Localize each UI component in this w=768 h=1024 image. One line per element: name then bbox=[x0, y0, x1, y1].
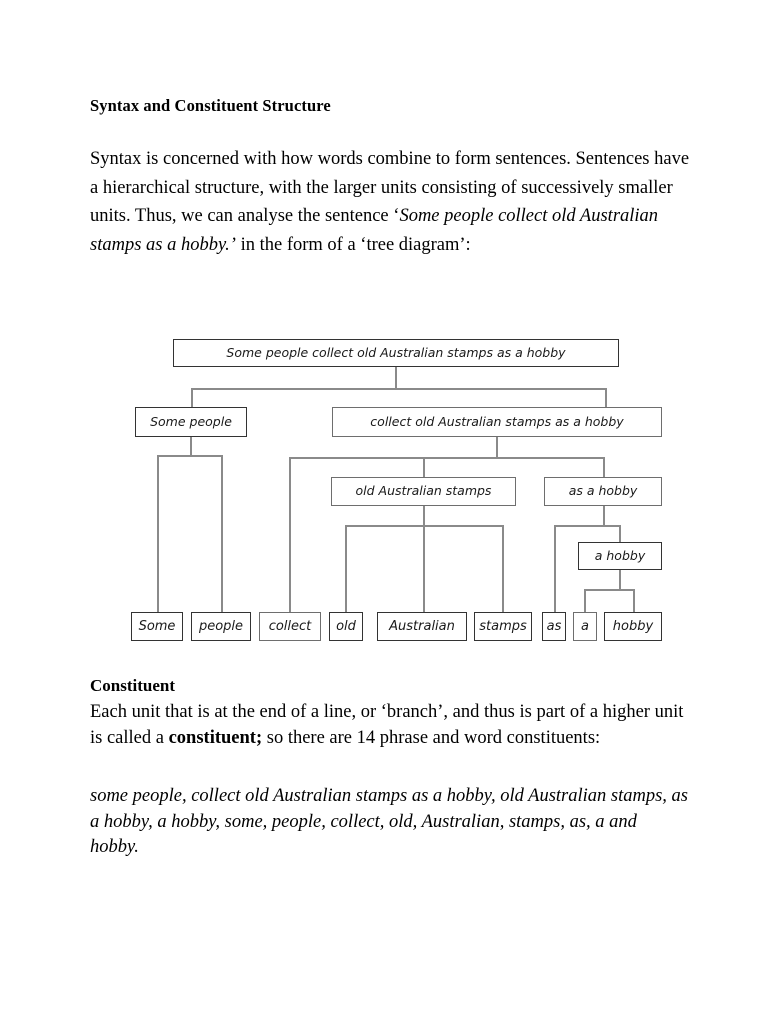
tree-leaf-some[interactable]: Some bbox=[131, 612, 183, 641]
tree-node-collect-old-australian-stamps-as-a-hobby[interactable]: collect old Australian stamps as a hobby bbox=[332, 407, 662, 437]
constituent-list-text: some people, collect old Australian stam… bbox=[90, 786, 688, 857]
tree-leaf-hobby[interactable]: hobby bbox=[604, 612, 662, 641]
tree-edge-np-bar bbox=[157, 455, 222, 457]
tree-edge-vp-stem bbox=[496, 437, 498, 458]
intro-text-part2: in the form of a ‘tree diagram’: bbox=[235, 234, 471, 255]
tree-edge-np-hobby-to-a bbox=[584, 589, 586, 612]
constituent-definition-paragraph: Each unit that is at the end of a line, … bbox=[90, 700, 690, 751]
tree-edge-pp-bar bbox=[554, 525, 620, 527]
tree-edge-root-to-vp bbox=[605, 388, 607, 407]
tree-edge-np-object-to-stamps bbox=[502, 525, 504, 612]
section-heading-constituent: Constituent bbox=[90, 676, 176, 695]
tree-leaf-as[interactable]: as bbox=[542, 612, 566, 641]
tree-edge-np-hobby-stem bbox=[619, 570, 621, 590]
tree-leaf-australian[interactable]: Australian bbox=[377, 612, 467, 641]
intro-text-part1: Syntax is concerned with how words combi… bbox=[90, 149, 690, 226]
tree-edge-np-object-to-australian bbox=[423, 525, 425, 612]
tree-edge-np-stem bbox=[190, 437, 192, 456]
tree-node-sentence[interactable]: Some people collect old Australian stamp… bbox=[173, 339, 619, 367]
tree-leaf-a[interactable]: a bbox=[573, 612, 597, 641]
tree-edge-vp-to-collect bbox=[289, 457, 291, 612]
page-title: Syntax and Constituent Structure bbox=[90, 96, 331, 115]
tree-edge-pp-to-as bbox=[554, 525, 556, 612]
tree-edge-np-hobby-to-hobby bbox=[633, 589, 635, 612]
tree-edge-pp-to-np-hobby bbox=[619, 525, 621, 542]
tree-edge-np-object-to-old bbox=[345, 525, 347, 612]
tree-edge-np-object-bar bbox=[345, 525, 503, 527]
tree-edge-np-object-stem bbox=[423, 506, 425, 526]
constituent-text-part2: so there are 14 phrase and word constitu… bbox=[262, 727, 601, 748]
tree-edge-pp-stem bbox=[603, 506, 605, 526]
constituent-list-paragraph: some people, collect old Australian stam… bbox=[90, 784, 690, 861]
tree-edge-np-to-some bbox=[157, 455, 159, 612]
tree-leaf-stamps[interactable]: stamps bbox=[474, 612, 532, 641]
tree-node-a-hobby[interactable]: a hobby bbox=[578, 542, 662, 570]
tree-edge-root-stem bbox=[395, 367, 397, 389]
tree-node-old-australian-stamps[interactable]: old Australian stamps bbox=[331, 477, 516, 506]
tree-node-some-people[interactable]: Some people bbox=[135, 407, 247, 437]
constituent-term-bold: constituent; bbox=[168, 727, 263, 748]
intro-example-sentence: Some people collect old Australian stamp… bbox=[90, 206, 659, 255]
constituent-text-part1: Each unit that is at the end of a line, … bbox=[90, 702, 684, 748]
tree-node-as-a-hobby[interactable]: as a hobby bbox=[544, 477, 662, 506]
tree-leaf-collect[interactable]: collect bbox=[259, 612, 321, 641]
tree-leaf-people[interactable]: people bbox=[191, 612, 251, 641]
tree-edge-root-bar bbox=[191, 388, 606, 390]
tree-edge-root-to-np bbox=[191, 388, 193, 407]
intro-paragraph: Syntax is concerned with how words combi… bbox=[90, 145, 690, 259]
tree-edge-np-to-people bbox=[221, 455, 223, 612]
tree-edge-vp-to-pp bbox=[603, 457, 605, 477]
tree-edge-vp-to-np-object bbox=[423, 457, 425, 477]
tree-leaf-old[interactable]: old bbox=[329, 612, 363, 641]
tree-edge-vp-bar bbox=[289, 457, 604, 459]
tree-edge-np-hobby-bar bbox=[584, 589, 634, 591]
